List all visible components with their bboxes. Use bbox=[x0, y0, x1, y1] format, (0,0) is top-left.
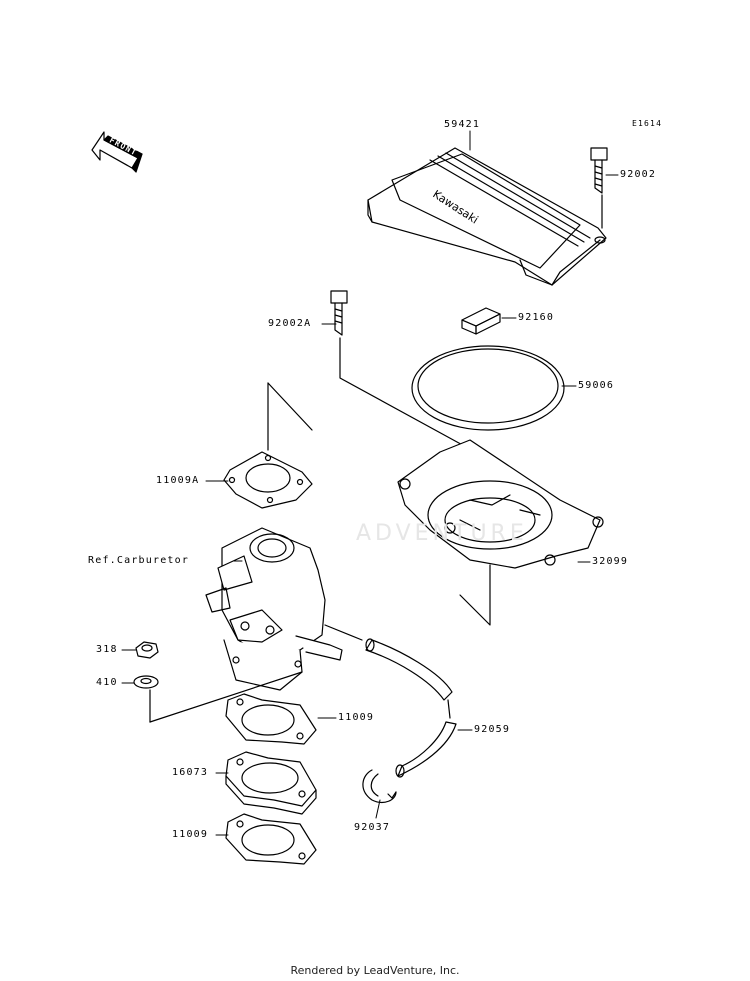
hose-92059-part bbox=[324, 624, 457, 778]
insulator-16073-part bbox=[225, 751, 317, 815]
bolt-92002-part bbox=[590, 147, 608, 194]
part-label-92002[interactable]: 92002 bbox=[620, 169, 657, 180]
gasket-11009-lower-part bbox=[225, 813, 317, 865]
part-label-59006[interactable]: 59006 bbox=[578, 380, 615, 391]
part-label-11009-lower[interactable]: 11009 bbox=[172, 829, 209, 840]
footer-credit: Rendered by LeadVenture, Inc. bbox=[290, 964, 460, 977]
air-box-base-32099-part bbox=[397, 439, 604, 569]
part-label-32099[interactable]: 32099 bbox=[592, 556, 629, 567]
part-label-92002a[interactable]: 92002A bbox=[268, 318, 312, 329]
part-label-59421[interactable]: 59421 bbox=[444, 119, 481, 130]
leader-lines bbox=[121, 130, 619, 836]
clamp-92037-part bbox=[362, 769, 397, 804]
seal-ring-59006-part bbox=[411, 345, 565, 431]
part-label-92160[interactable]: 92160 bbox=[518, 312, 555, 323]
part-label-ref-carburetor[interactable]: Ref.Carburetor bbox=[88, 555, 190, 566]
part-label-410[interactable]: 410 bbox=[96, 677, 118, 688]
washer-410-part bbox=[133, 675, 159, 689]
front-arrow-icon bbox=[91, 131, 143, 173]
gasket-11009-upper-part bbox=[225, 693, 317, 745]
part-label-92037[interactable]: 92037 bbox=[354, 822, 391, 833]
part-label-318[interactable]: 318 bbox=[96, 644, 118, 655]
diagram-code-label: E1614 bbox=[632, 119, 663, 128]
carburetor-reference bbox=[205, 527, 343, 691]
gasket-11009a-part bbox=[223, 451, 313, 509]
nut-318-part bbox=[135, 641, 159, 659]
part-label-16073[interactable]: 16073 bbox=[172, 767, 209, 778]
bolt-92002a-part bbox=[330, 290, 348, 336]
rubber-block-92160-part bbox=[461, 307, 501, 335]
part-label-92059[interactable]: 92059 bbox=[474, 724, 511, 735]
part-label-11009a[interactable]: 11009A bbox=[156, 475, 200, 486]
part-label-11009-upper[interactable]: 11009 bbox=[338, 712, 375, 723]
air-box-cover-part: Kawasaki bbox=[367, 147, 607, 286]
watermark-text: ADVENTURE bbox=[356, 521, 528, 546]
